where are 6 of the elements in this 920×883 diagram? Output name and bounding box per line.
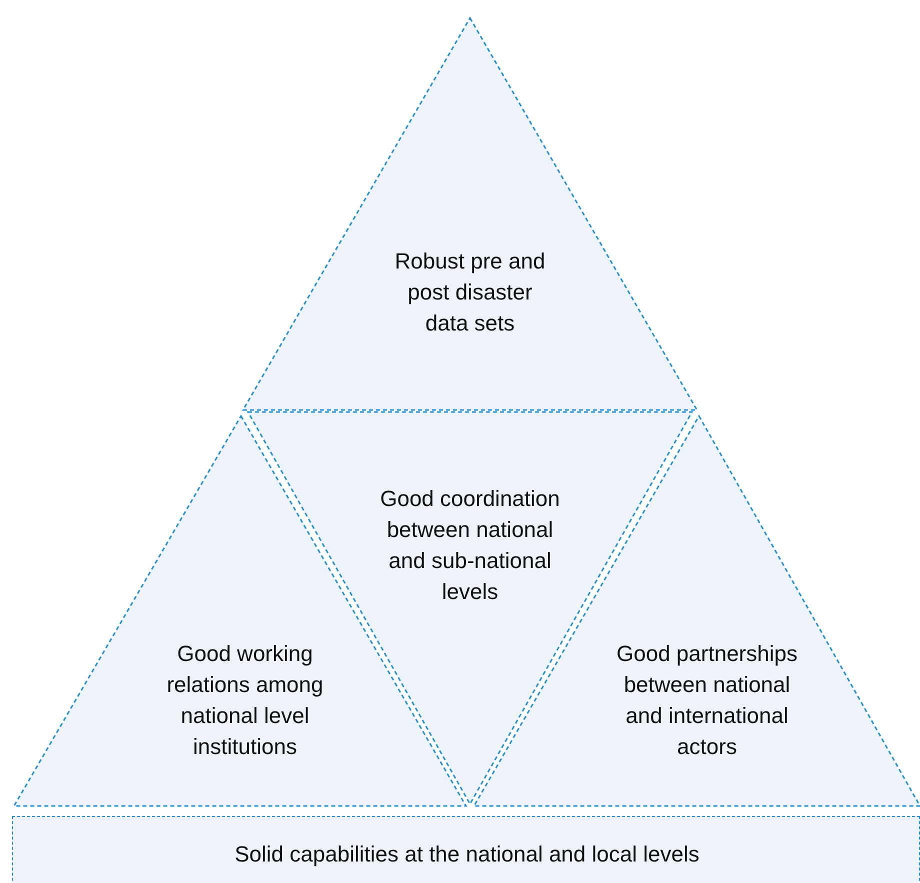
section-label: Good coordination between national and sub-national levels [379, 485, 561, 606]
section-label: Good working relations among national level institutions [166, 640, 324, 761]
base-bar [12, 816, 920, 883]
section-label: Good partnerships between national and international actors [616, 640, 798, 761]
section-label: Solid capabilities at the national and local levels [234, 840, 700, 868]
section-label: Robust pre and post disaster data sets [394, 248, 546, 338]
